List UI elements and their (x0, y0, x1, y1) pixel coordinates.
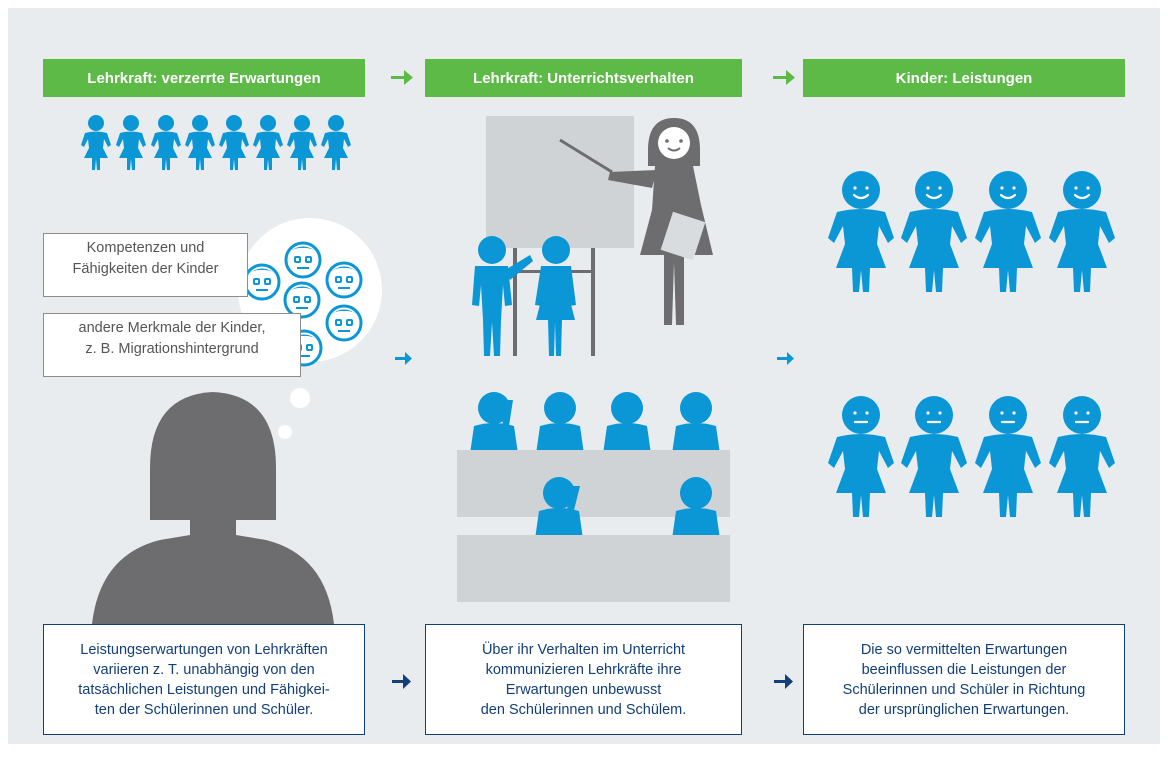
child-icon (1049, 396, 1115, 517)
children-row (81, 115, 351, 170)
caption-line: variieren z. T. unabhängig von den (93, 661, 315, 678)
child-icon (185, 115, 215, 170)
header-label: Kinder: Leistungen (895, 69, 1033, 87)
teacher-silhouette (92, 392, 334, 624)
note-line: andere Merkmale der Kinder, (78, 320, 266, 336)
student-icon (603, 392, 651, 454)
bubble-dot (290, 388, 310, 408)
caption-line: Erwartungen unbewusst (505, 681, 662, 698)
child-icon (901, 171, 967, 292)
blue-arrow-icon (395, 352, 412, 365)
caption-line: Schülerinnen und Schüler in Richtung (842, 681, 1086, 698)
teacher-figure (608, 118, 713, 325)
note-line: z. B. Migrationshintergrund (85, 341, 259, 357)
child-icon (287, 115, 317, 170)
desk-row (457, 535, 730, 602)
whiteboard-scene (472, 116, 713, 356)
bubble-dot (278, 425, 292, 439)
child-icon (1049, 171, 1115, 292)
navy-arrow-icon (392, 674, 411, 689)
caption-line: Leistungserwartungen von Lehrkräften (80, 641, 328, 658)
pointer-stick (559, 138, 613, 174)
note-competencies: Kompetenzen und Fähigkeiten der Kinder (43, 233, 248, 297)
header-children-performance: Kinder: Leistungen (803, 59, 1125, 97)
child-icon (321, 115, 351, 170)
green-arrow-icon (391, 70, 413, 85)
child-icon (975, 171, 1041, 292)
caption-behaviour: Über ihr Verhalten im Unterricht kommuni… (425, 624, 742, 735)
header-label: Lehrkraft: verzerrte Erwartungen (87, 69, 321, 87)
raised-hand (502, 400, 513, 432)
desks-scene (457, 392, 730, 602)
face-icon (284, 241, 322, 279)
caption-line: ten der Schülerinnen und Schüler. (94, 701, 314, 718)
header-teacher-expectations: Lehrkraft: verzerrte Erwartungen (43, 59, 365, 97)
child-icon (151, 115, 181, 170)
note-line: Fähigkeiten der Kinder (72, 261, 219, 277)
green-arrow-icon (773, 70, 795, 85)
raised-hand (566, 486, 580, 518)
caption-line: der ursprünglichen Erwartungen. (858, 701, 1070, 718)
children-performance-group (828, 171, 1115, 517)
student-icon (536, 392, 584, 454)
student-icon (672, 392, 720, 454)
blue-arrow-icon (777, 352, 794, 365)
face-icon (243, 263, 281, 301)
child-icon (253, 115, 283, 170)
note-other-traits: andere Merkmale der Kinder, z. B. Migrat… (43, 313, 301, 377)
face-icon (283, 281, 321, 319)
caption-expectations: Leistungserwartungen von Lehrkräften var… (43, 624, 365, 735)
caption-line: tatsächlichen Leistungen und Fähigkei- (78, 681, 330, 698)
child-icon (828, 396, 894, 517)
child-icon (81, 115, 111, 170)
child-icon (828, 171, 894, 292)
whiteboard (486, 116, 634, 248)
caption-performance: Die so vermittelten Erwartungen beeinflu… (803, 624, 1125, 735)
note-line: Kompetenzen und (86, 240, 205, 256)
navy-arrow-icon (774, 674, 793, 689)
caption-line: beeinflussen die Leistungen der (861, 661, 1067, 678)
caption-line: Die so vermittelten Erwartungen (860, 641, 1068, 658)
child-icon (219, 115, 249, 170)
child-icon (116, 115, 146, 170)
caption-line: kommunizieren Lehrkräfte ihre (485, 661, 682, 678)
header-teaching-behaviour: Lehrkraft: Unterrichtsverhalten (425, 59, 742, 97)
caption-line: den Schülerinnen und Schülem. (480, 701, 687, 718)
header-label: Lehrkraft: Unterrichtsverhalten (473, 69, 694, 87)
child-icon (975, 396, 1041, 517)
caption-line: Über ihr Verhalten im Unterricht (481, 641, 686, 658)
students-at-board (472, 236, 576, 356)
face-icon (325, 304, 363, 342)
child-icon (901, 396, 967, 517)
face-icon (325, 261, 363, 299)
